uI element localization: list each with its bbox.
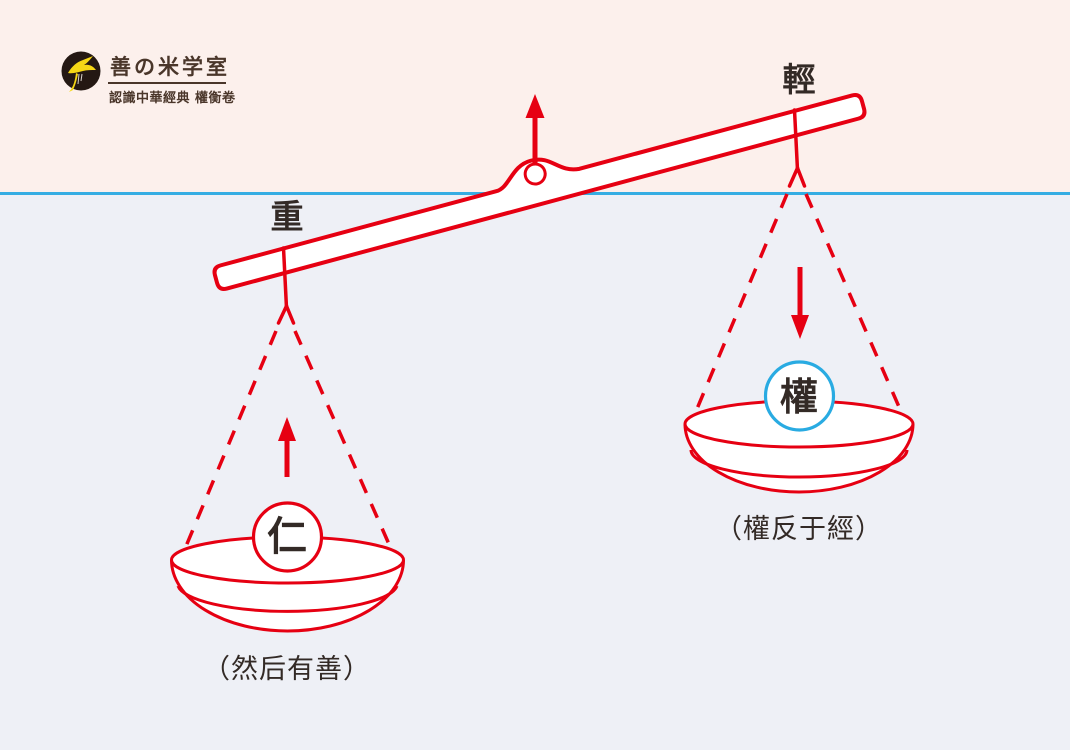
left-weight-circle: [251, 501, 324, 573]
label-heavy: 重: [270, 197, 304, 236]
right-hanger: [787, 108, 807, 188]
left-up-arrow-icon: [278, 417, 296, 477]
label-light: 輕: [782, 60, 816, 99]
left-weight-char: 仁: [267, 514, 307, 560]
left-pan-cords: [182, 330, 394, 552]
right-weight-circle: [763, 360, 836, 432]
pivot-up-arrow-icon: [525, 94, 545, 165]
right-pan-cords: [692, 193, 905, 417]
right-weight-char: 權: [779, 375, 818, 419]
logo-subtitle: 認識中華經典 權衡卷: [109, 91, 236, 106]
bird-icon: [61, 51, 101, 92]
balance-beam: [212, 93, 867, 291]
logo-underline: [108, 82, 226, 84]
logo-title: 善の米学室: [110, 54, 230, 79]
right-down-arrow-icon: [791, 267, 809, 339]
left-hanger: [276, 246, 296, 325]
bottom-background-band: [0, 195, 1070, 750]
left-pan-caption: （然后有善）: [203, 654, 371, 685]
site-logo: 善の米学室 認識中華經典 權衡卷: [58, 45, 258, 106]
right-pan-caption: （權反于經）: [715, 514, 883, 545]
